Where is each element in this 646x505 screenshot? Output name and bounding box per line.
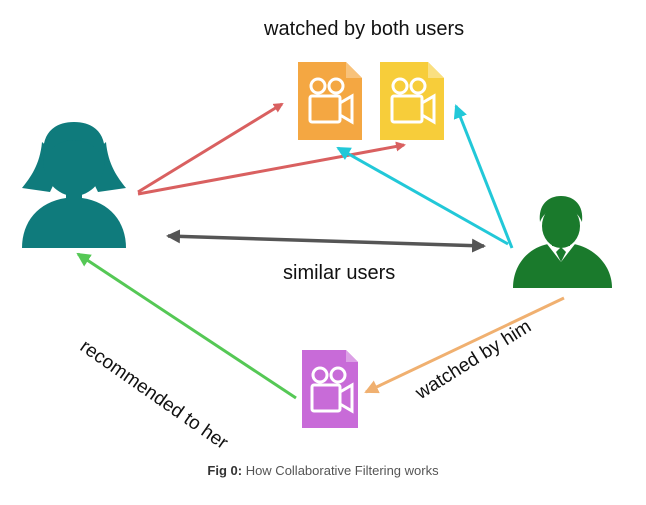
figure-caption: Fig 0: How Collaborative Filtering works [0, 463, 646, 478]
man-user-icon [513, 196, 612, 288]
movie-file-icon-yellow [380, 62, 444, 140]
arrow-man-to-movie-1 [336, 146, 509, 246]
movie-file-icon-purple [302, 350, 358, 428]
arrow-watched-by-him [364, 296, 565, 394]
arrow-recommended-to-her [76, 252, 297, 400]
arrow-woman-to-movie-1 [137, 102, 284, 194]
arrow-similar-users [166, 229, 486, 253]
label-watched-by-both: watched by both users [264, 18, 465, 40]
caption-text: How Collaborative Filtering works [245, 463, 439, 478]
woman-user-icon [22, 122, 126, 248]
arrow-woman-to-movie-2 [137, 141, 406, 196]
arrow-man-to-movie-2 [453, 104, 514, 249]
caption-prefix: Fig 0: [207, 463, 243, 478]
movie-file-icon-orange [298, 62, 362, 140]
label-similar-users: similar users [283, 262, 396, 284]
